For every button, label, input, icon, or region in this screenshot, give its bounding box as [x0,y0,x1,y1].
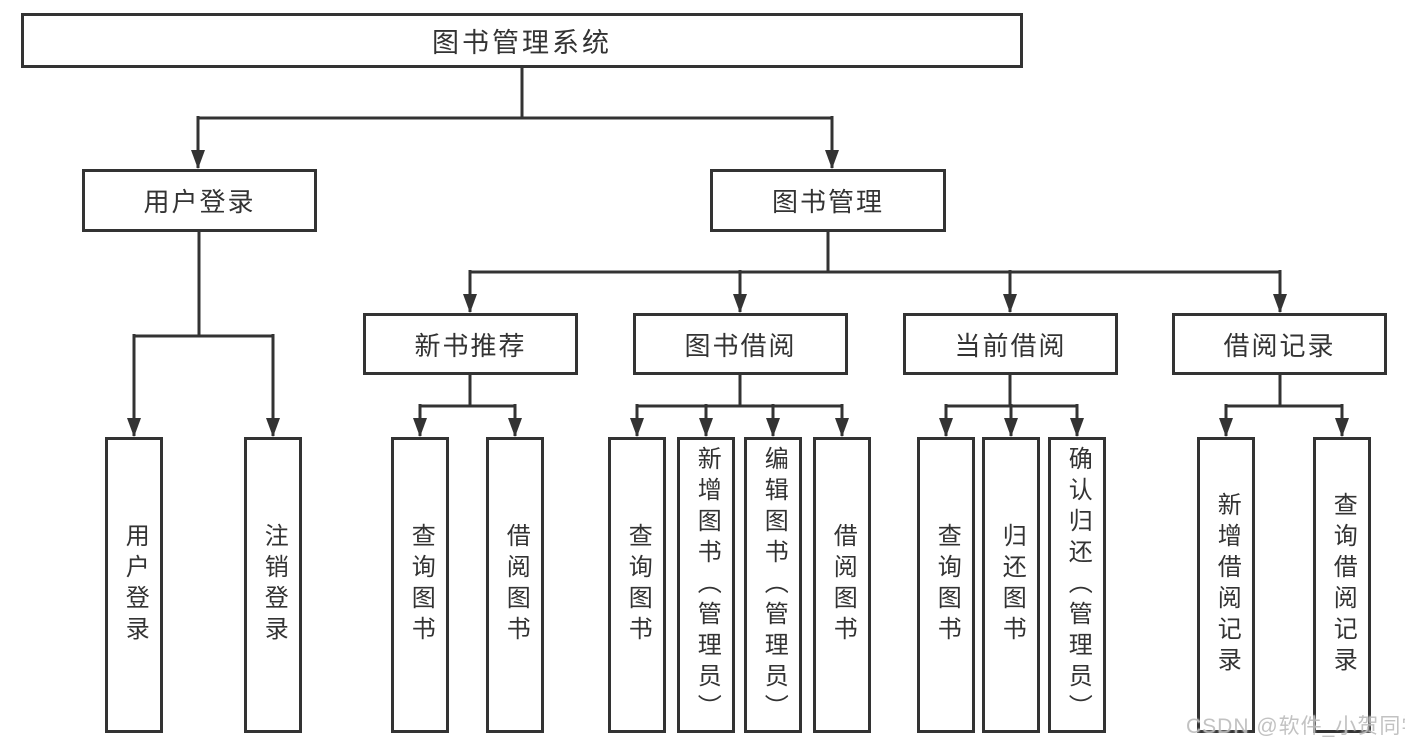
leaf-query-books-recommend: 查询图书 [391,437,449,733]
leaf-return-books: 归还图书 [982,437,1040,733]
leaf-logout: 注销登录 [244,437,302,733]
csdn-watermark: CSDN @软件_小贺同学 [1186,715,1405,738]
leaf-edit-books-admin: 编辑图书（管理员） [744,437,802,733]
leaf-confirm-return-admin: 确认归还（管理员） [1048,437,1106,733]
node-library-management-system: 图书管理系统 [21,13,1023,68]
leaf-query-books-borrow: 查询图书 [608,437,666,733]
leaf-query-borrow-record: 查询借阅记录 [1313,437,1371,733]
leaf-add-books-admin: 新增图书（管理员） [677,437,735,733]
leaf-borrow-books-recommend: 借阅图书 [486,437,544,733]
leaf-query-books-current: 查询图书 [917,437,975,733]
node-borrow-records: 借阅记录 [1172,313,1387,375]
node-new-book-recommend: 新书推荐 [363,313,578,375]
node-book-management: 图书管理 [710,169,946,232]
leaf-add-borrow-record: 新增借阅记录 [1197,437,1255,733]
leaf-user-login: 用户登录 [105,437,163,733]
node-user-login: 用户登录 [82,169,317,232]
leaf-borrow-books: 借阅图书 [813,437,871,733]
node-book-borrow: 图书借阅 [633,313,848,375]
node-current-borrow: 当前借阅 [903,313,1118,375]
